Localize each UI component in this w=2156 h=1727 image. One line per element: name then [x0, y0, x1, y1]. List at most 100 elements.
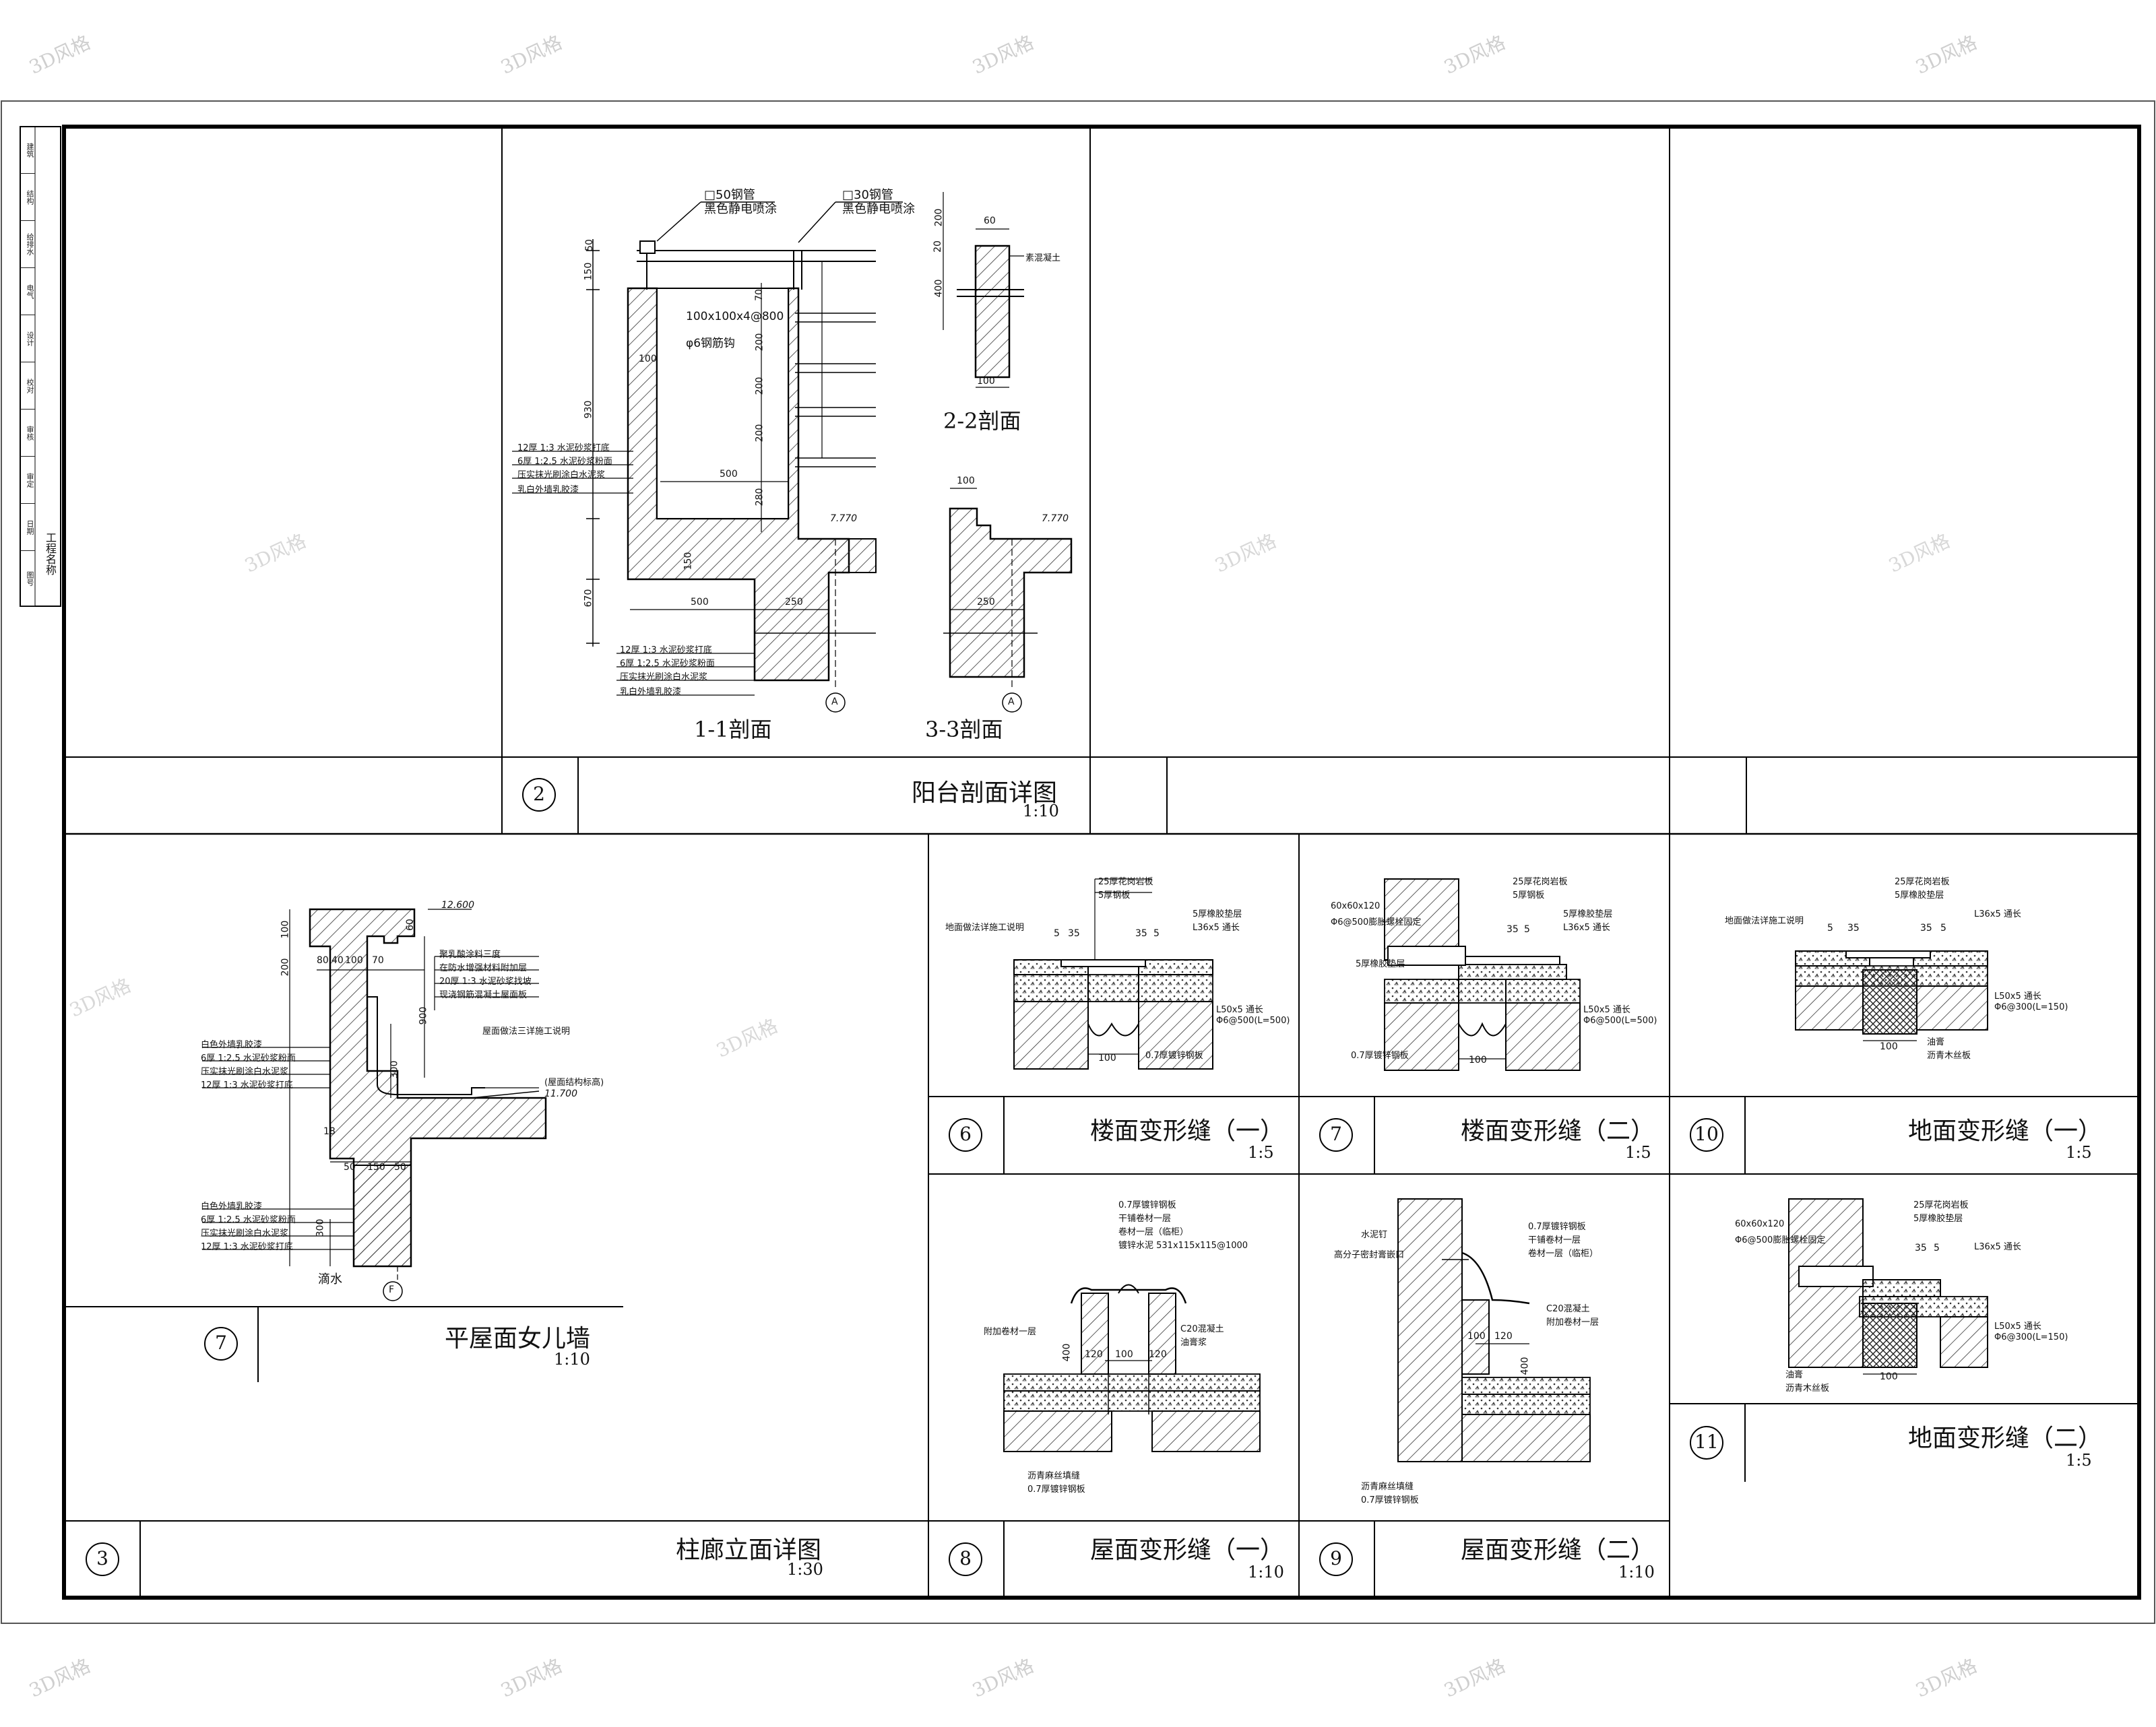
roof-joint-1-title: 屋面变形缝（一）: [1090, 1536, 1285, 1564]
note-pipe-30: □30钢管: [842, 188, 893, 202]
side-title-labels: 建筑 结构 给排水 电气 设计 校对 审核 审定 日期 图号: [20, 127, 35, 606]
note-paint-2: 黑色静电喷涂: [842, 202, 915, 216]
note-plate: 100x100x4@800: [686, 310, 784, 323]
wall-layer-2b: 6厚 1:2.5 水泥砂浆粉面: [620, 659, 715, 669]
parapet-number: 7: [215, 1332, 227, 1354]
label-circle-10: [1690, 1118, 1723, 1152]
ground-joint-1-title: 地面变形缝（一）: [1908, 1117, 2103, 1145]
rj1-dim-120a: 120: [1085, 1349, 1103, 1360]
balcony-section-1-1: [512, 201, 903, 713]
gj2-note-7: Φ6@300(L=150): [1994, 1332, 2068, 1342]
gj1-dim-35b: 35: [1920, 923, 1932, 934]
fj2-note-1: 25厚花岗岩板: [1513, 877, 1568, 887]
fj1-note-7: 0.7厚镀锌钢板: [1145, 1051, 1203, 1061]
label-circle-8: [949, 1542, 982, 1576]
dim-250b: 250: [977, 597, 995, 608]
parapet-wall-3: 压实抹光刷涂白水泥浆: [201, 1067, 289, 1077]
fj2-note-5: 5厚橡胶垫层: [1563, 909, 1613, 919]
roof-joint-2-scale: 1:10: [1618, 1563, 1655, 1582]
fj2-dim-5: 5: [1524, 924, 1530, 935]
side-label: 结构: [20, 174, 35, 221]
fj2-note-9: 0.7厚镀锌钢板: [1351, 1051, 1409, 1061]
balcony-scale: 1:10: [1023, 802, 1059, 820]
gj2-note-3: 60x60x120: [1735, 1219, 1785, 1229]
parapet-wall-3b: 压实抹光刷涂白水泥浆: [201, 1229, 289, 1239]
dim-70: 70: [753, 289, 765, 301]
dim-930: 930: [583, 400, 594, 419]
parapet-wall-2b: 6厚 1:2.5 水泥砂浆粉面: [201, 1215, 296, 1225]
roof-joint-2-title: 屋面变形缝（二）: [1461, 1536, 1655, 1564]
parapet-dim-60: 60: [404, 919, 416, 931]
roof-joint-1-scale: 1:10: [1248, 1563, 1284, 1582]
roof-joint-2-drawing: [1397, 1198, 1591, 1462]
dim-100c: 100: [957, 476, 975, 486]
dim-60: 60: [984, 216, 996, 226]
parapet-section: [202, 908, 547, 1301]
note-hook: φ6钢筋钩: [686, 337, 736, 350]
fj2-note-4: Φ6@500膨胀螺栓固定: [1331, 917, 1422, 927]
label-circle-7b: [1319, 1118, 1353, 1152]
parapet-scale: 1:10: [554, 1350, 590, 1369]
side-label: 设计: [20, 315, 35, 362]
gj2-note-8: 油膏: [1785, 1370, 1804, 1380]
parapet-dim-18: 18: [323, 1126, 336, 1137]
label-circle-3: [86, 1542, 119, 1576]
roof-joint-2-number: 9: [1330, 1547, 1342, 1569]
roof-joint-1-drawing: [1003, 1284, 1261, 1452]
label-circle-6: [949, 1118, 982, 1152]
rj1-dim-400: 400: [1061, 1343, 1073, 1362]
gj1-note-3: 地面做法详施工说明: [1725, 916, 1804, 926]
rj2-note-7: 附加卷材一层: [1546, 1317, 1599, 1328]
rj1-dim-120b: 120: [1149, 1349, 1167, 1360]
dim-280: 280: [754, 488, 765, 507]
parapet-dim-70: 70: [372, 955, 384, 966]
parapet-dim-100b: 100: [345, 955, 363, 966]
wall-layer-3: 压实抹光刷涂白水泥浆: [517, 470, 606, 480]
parapet-axis-f: F: [389, 1284, 395, 1295]
fj2-note-10: 5厚橡胶垫层: [1356, 959, 1405, 969]
parapet-note-5: 屋面做法三详施工说明: [482, 1027, 571, 1037]
dim-200a: 200: [754, 333, 765, 352]
parapet-note-2: 在防水增强材料附加层: [439, 963, 528, 973]
side-label: 给排水: [20, 221, 35, 268]
fj1-dim-5a: 5: [1054, 928, 1060, 939]
label-circle-9: [1319, 1542, 1353, 1576]
gj1-note-5: L50x5 通长: [1994, 991, 2041, 1002]
rj2-note-6: C20混凝土: [1546, 1304, 1590, 1314]
rj1-note-6: C20混凝土: [1180, 1324, 1224, 1334]
ground-joint-2-number: 11: [1694, 1431, 1719, 1453]
fj1-note-3: 5厚橡胶垫层: [1193, 909, 1242, 919]
note-paint-1: 黑色静电喷涂: [704, 202, 777, 216]
rj2-note-8: 沥青麻丝填缝: [1361, 1482, 1414, 1492]
inner-frame: [62, 125, 2141, 1600]
fj2-dim-35: 35: [1507, 924, 1519, 935]
side-label: 图号: [20, 551, 35, 606]
rj1-note-7: 油膏浆: [1180, 1338, 1207, 1348]
parapet-title: 平屋面女儿墙: [445, 1325, 591, 1353]
ground-joint-2-title: 地面变形缝（二）: [1908, 1425, 2103, 1452]
fj2-note-6: L36x5 通长: [1563, 923, 1610, 933]
parapet-note-1: 聚乳酸涂料三度: [439, 950, 501, 960]
gj1-note-6: Φ6@300(L=150): [1994, 1002, 2068, 1012]
gj2-note-4: Φ6@500膨胀螺栓固定: [1735, 1235, 1826, 1245]
floor-joint-1-scale: 1:5: [1248, 1143, 1274, 1162]
wall-layer-1: 12厚 1:3 水泥砂浆打底: [517, 443, 610, 453]
floor-joint-2-number: 7: [1330, 1123, 1342, 1145]
ground-joint-1-number: 10: [1694, 1123, 1719, 1145]
ground-joint-1-scale: 1:5: [2066, 1143, 2092, 1162]
parapet-dim-100a: 100: [280, 920, 291, 939]
axis-a-2: A: [1008, 696, 1015, 707]
gj2-dim-5: 5: [1934, 1243, 1940, 1253]
parapet-note-3: 20厚 1:3 水泥砂浆找坡: [439, 977, 532, 987]
fj2-note-7: L50x5 通长: [1583, 1005, 1630, 1015]
outer-border: [1, 100, 2155, 1624]
dim-50: 50: [583, 239, 595, 251]
gj2-note-5: L36x5 通长: [1974, 1242, 2021, 1252]
wall-layer-4: 乳白外墙乳胶漆: [517, 485, 579, 495]
dim-200c: 200: [754, 424, 765, 443]
elev-2: 7.770: [1042, 513, 1069, 524]
dim-100b: 100: [977, 376, 995, 387]
gj1-note-4: L36x5 通长: [1974, 909, 2021, 919]
rj1-note-9: 0.7厚镀锌钢板: [1027, 1485, 1085, 1495]
